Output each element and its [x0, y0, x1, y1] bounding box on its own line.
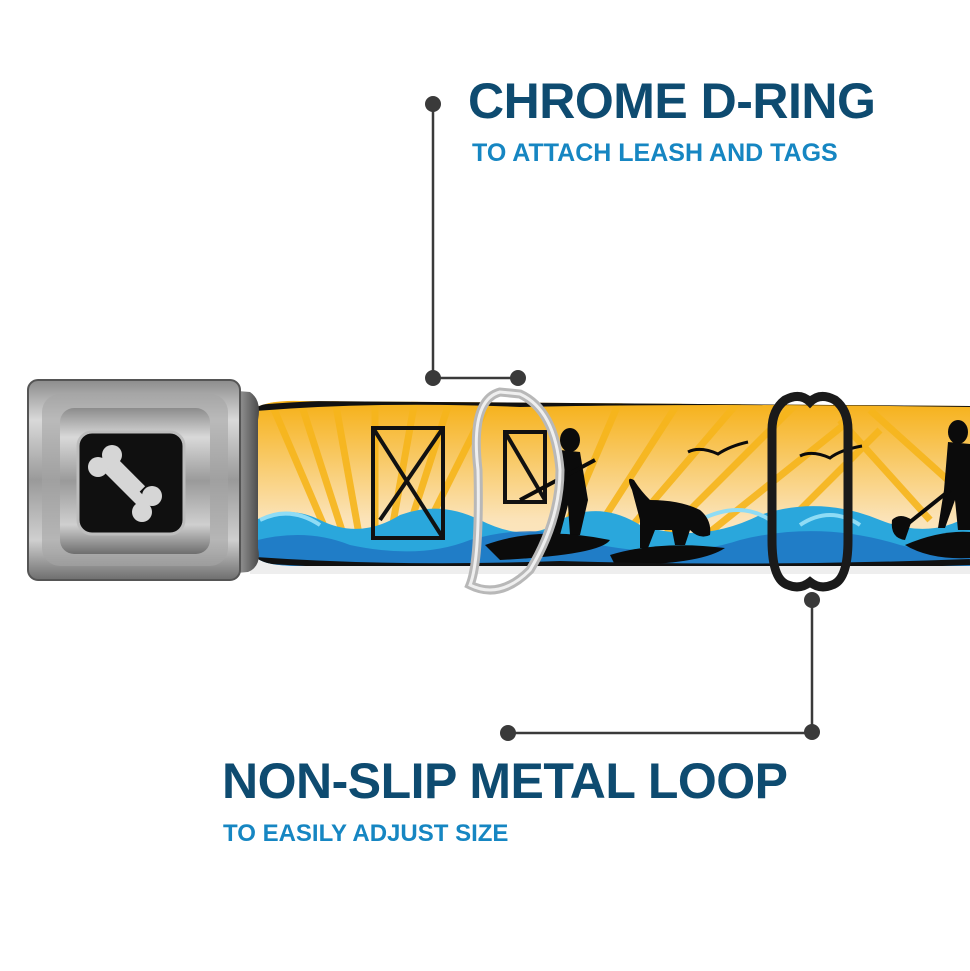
callout-leader-metal-loop — [500, 592, 820, 741]
collar-strap — [255, 400, 970, 566]
callout-leader-d-ring — [425, 96, 526, 386]
callout-title-metal-loop: NON-SLIP METAL LOOP — [222, 753, 788, 809]
bone-icon — [88, 445, 162, 522]
callout-subtitle-metal-loop: TO EASILY ADJUST SIZE — [223, 820, 509, 847]
sign-frame-graphic — [371, 426, 547, 540]
paddleboarder-silhouette — [891, 420, 970, 559]
callout-subtitle-d-ring: TO ATTACH LEASH AND TAGS — [472, 139, 838, 167]
callout-title-d-ring: CHROME D-RING — [468, 73, 876, 129]
seatbelt-buckle — [27, 379, 241, 581]
dog-silhouette — [610, 478, 725, 565]
metal-loop — [767, 392, 853, 592]
